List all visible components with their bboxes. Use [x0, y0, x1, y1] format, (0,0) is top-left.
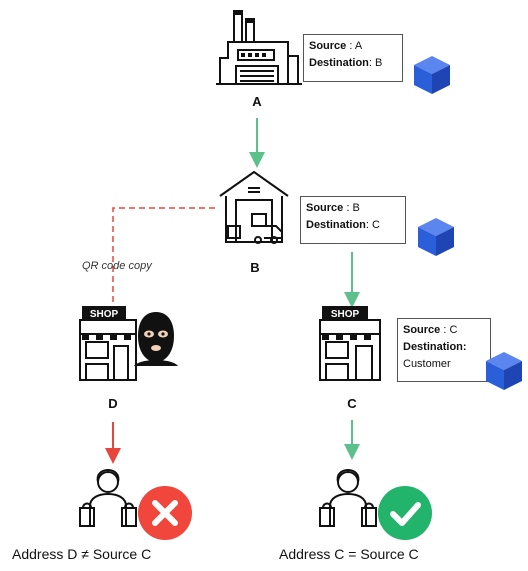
source-line-c: Source : C: [403, 324, 458, 336]
check-icon: [378, 486, 432, 540]
factory-icon: [216, 10, 302, 85]
qr-code-copy-label: QR code copy: [82, 260, 152, 272]
blockchain-cube-icon: [486, 352, 522, 390]
info-box-c: Source : C Destination: Customer: [397, 318, 491, 382]
node-label-a: A: [252, 94, 262, 109]
qr-copy-dashed-line: [112, 207, 215, 302]
customer-icon: [319, 469, 377, 527]
blockchain-cube-icon: [414, 56, 450, 94]
blockchain-cube-icon: [418, 218, 454, 256]
caption-address-d: Address D ≠ Source C: [12, 546, 152, 562]
cross-icon: [138, 486, 192, 540]
node-label-b: B: [250, 260, 260, 275]
shop-icon: SHOP: [319, 306, 381, 381]
info-box-a: Source : A Destination: B: [303, 34, 403, 82]
caption-address-c: Address C = Source C: [279, 546, 419, 562]
destination-line-c: Destination:: [403, 341, 467, 353]
source-line-a: Source : A: [309, 40, 363, 52]
node-label-c: C: [347, 396, 357, 411]
destination-value-c: Customer: [403, 358, 451, 370]
info-box-b: Source : B Destination: C: [300, 196, 406, 244]
node-label-d: D: [108, 396, 118, 411]
shop-sign-text: SHOP: [331, 309, 360, 320]
destination-line-a: Destination: B: [309, 57, 383, 69]
thief-mask-icon: [134, 312, 178, 366]
shop-sign-text: SHOP: [90, 309, 119, 320]
shop-icon: SHOP: [79, 306, 137, 381]
destination-line-b: Destination: C: [306, 219, 380, 231]
warehouse-icon: [219, 170, 289, 244]
source-line-b: Source : B: [306, 202, 360, 214]
customer-icon: [79, 469, 137, 527]
